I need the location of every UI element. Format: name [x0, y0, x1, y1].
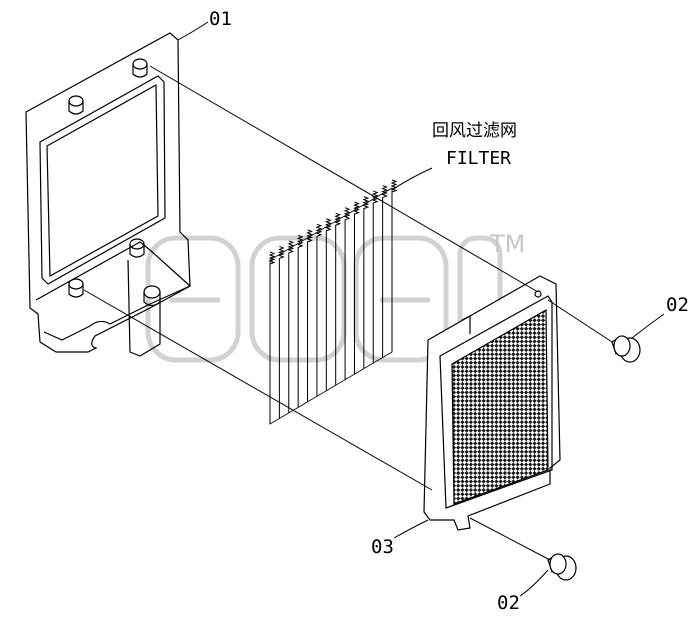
callout-02-bottom: 02 [497, 592, 520, 614]
filter-label-chinese: 回风过滤网 [432, 121, 517, 141]
filter-pleat [353, 201, 360, 375]
filter-label-english: FILTER [446, 148, 512, 169]
callout-01: 01 [209, 8, 232, 30]
filter-pleat [287, 240, 295, 413]
filter-pleat [381, 185, 389, 358]
filter-pleat [268, 251, 276, 424]
filter-pleat [390, 179, 398, 352]
mounting-frame-part [25, 32, 191, 357]
filter-pleat [343, 207, 351, 380]
filter-pleat [324, 218, 332, 391]
filter-pleat [296, 234, 304, 408]
assembly-lines [83, 21, 665, 597]
knob-top-part [611, 335, 641, 363]
filter-pleat [306, 229, 313, 402]
callout-02-top: 02 [666, 294, 689, 316]
filter-pleat [315, 223, 323, 397]
knob-bottom-part [547, 553, 577, 581]
callout-03: 03 [371, 536, 394, 558]
pleated-filter-part [268, 179, 398, 425]
filter-pleat [362, 196, 370, 369]
filter-pleat [277, 245, 285, 419]
filter-pleat [334, 212, 342, 386]
watermark-tm: TM [489, 230, 525, 258]
grille-part [423, 275, 561, 531]
filter-pleat [371, 190, 379, 364]
